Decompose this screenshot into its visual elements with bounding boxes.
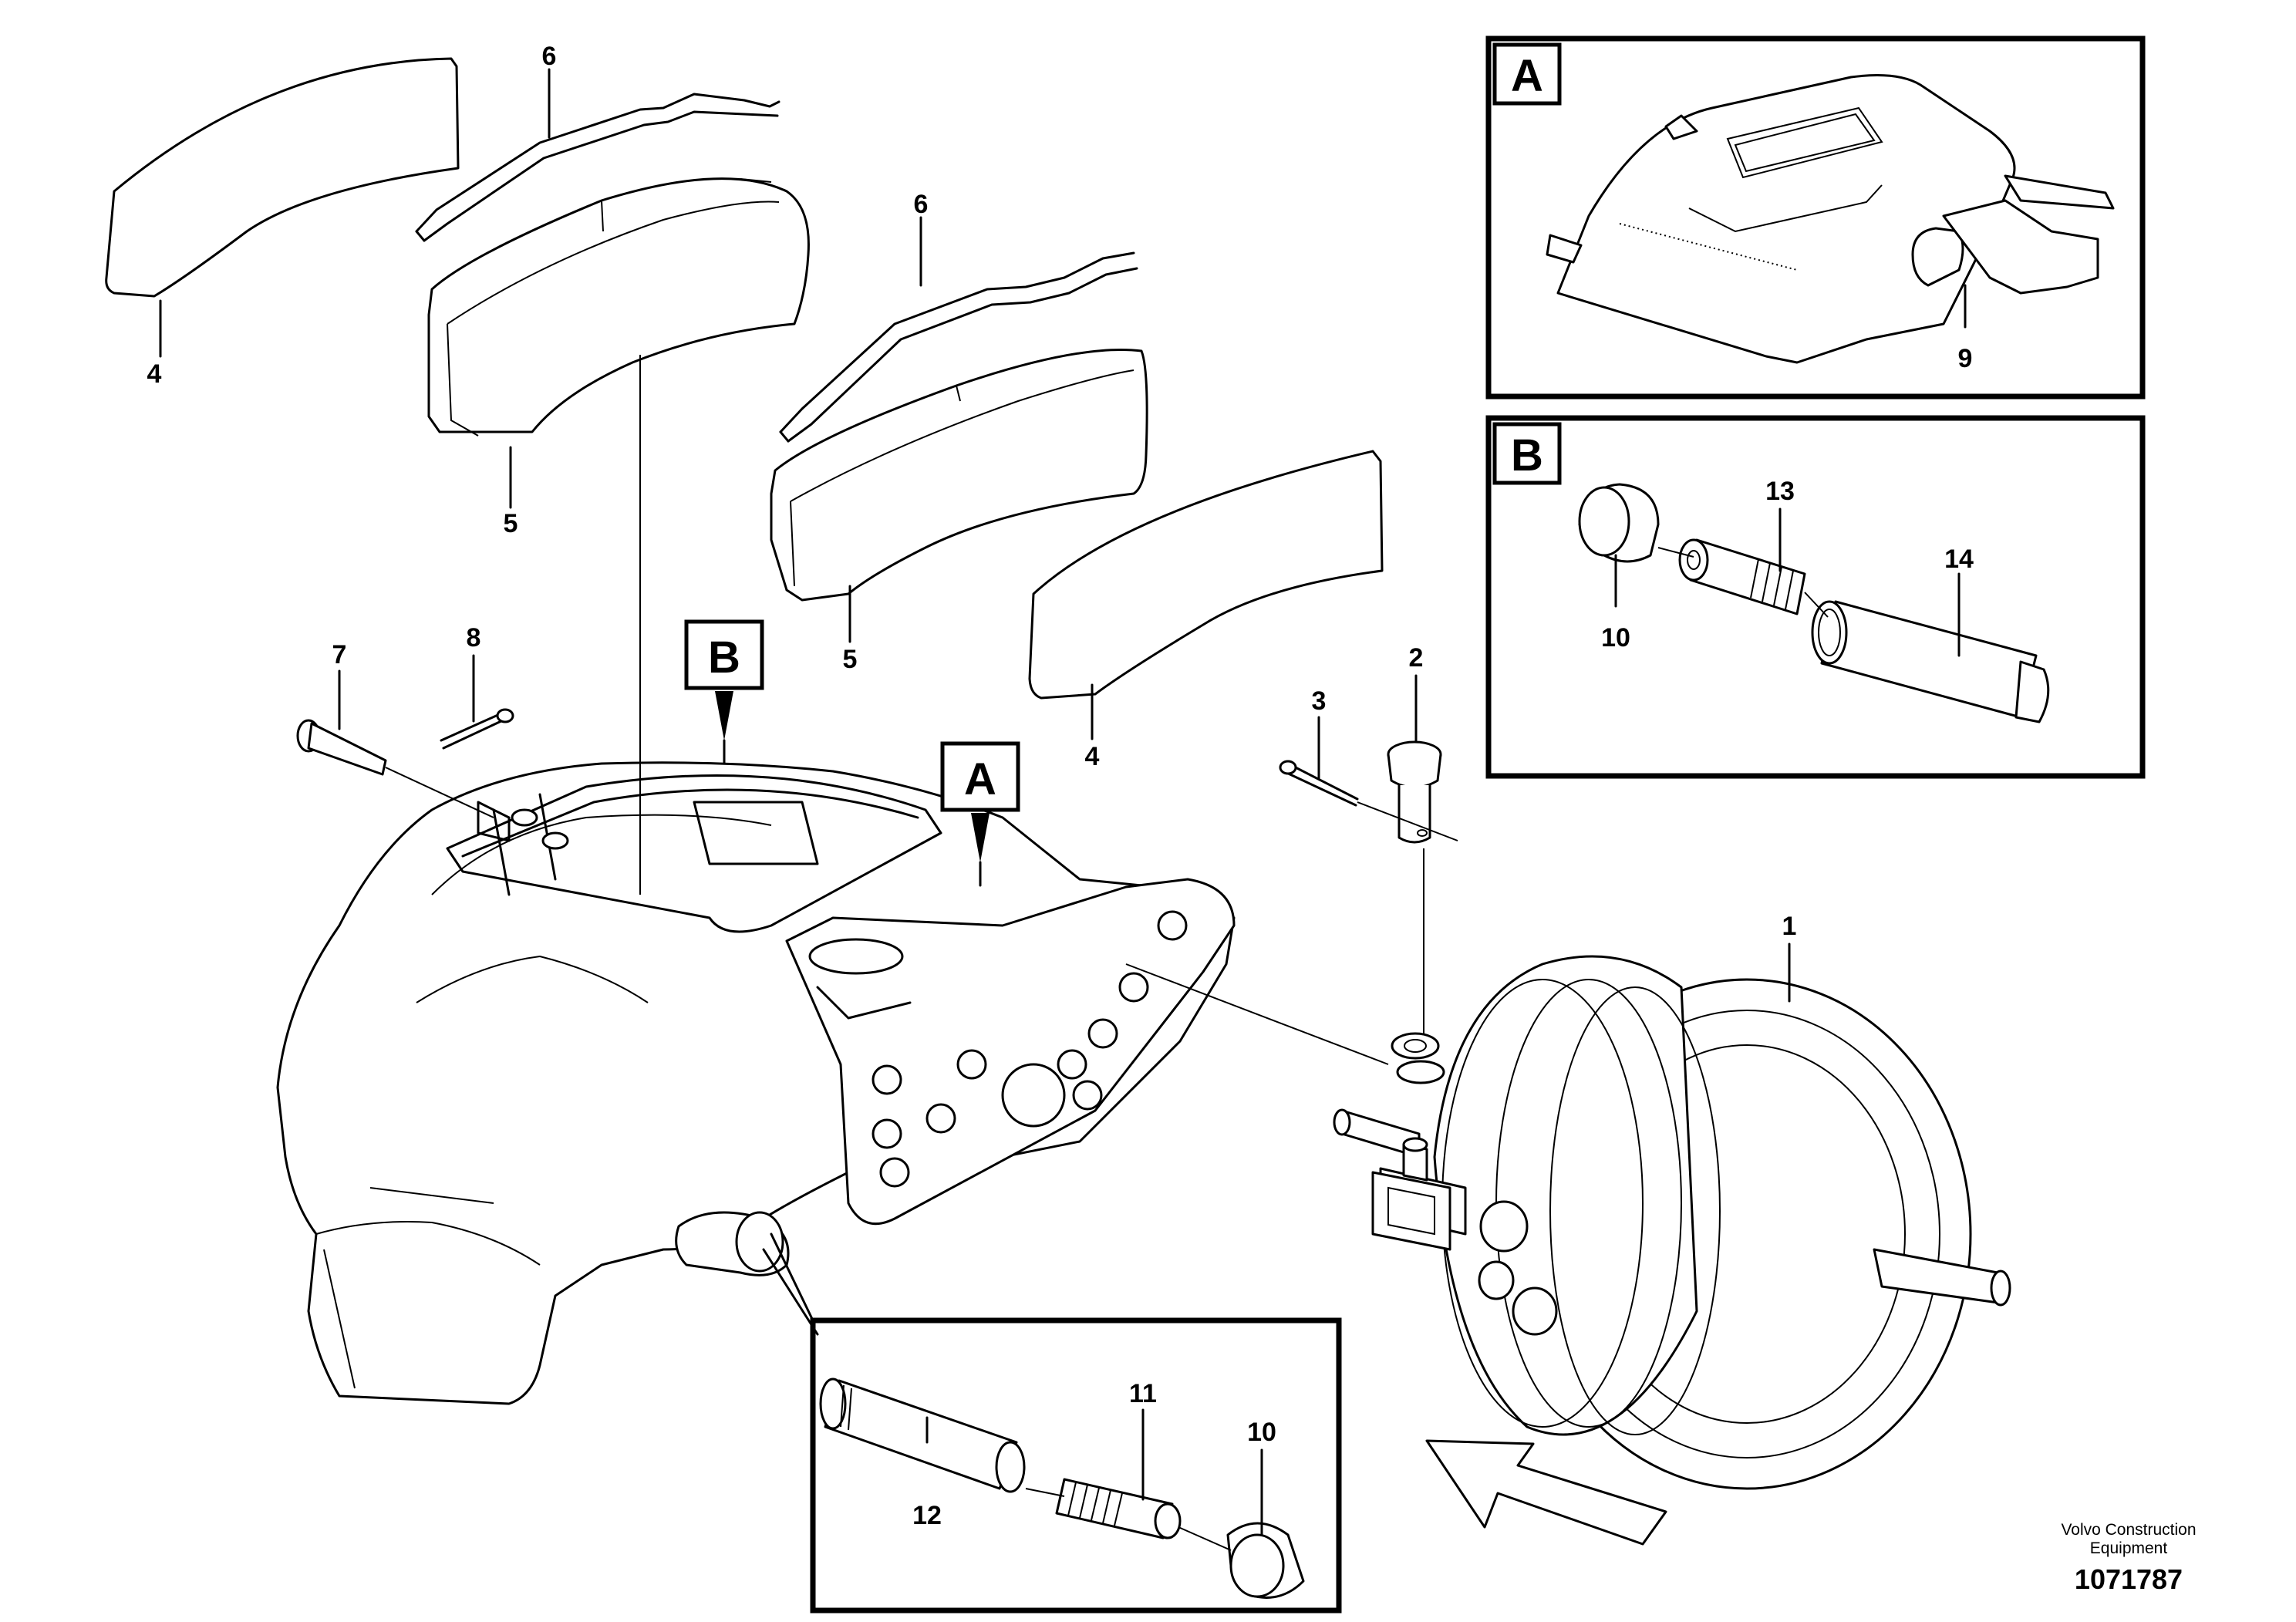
caliper-housing	[276, 761, 1236, 1405]
detail-box-b-letter: B	[1511, 430, 1543, 481]
spring-clip-6-right	[779, 251, 1138, 443]
brake-pad-5-left	[427, 177, 810, 437]
spring-clip-6-left	[415, 93, 781, 242]
part-labels: 4 6 5 6 5 4 7 8 3 2 1 9 10 13 14 12 11 1…	[147, 42, 1974, 1530]
part-label-4: 4	[147, 359, 162, 389]
detail-box-b: B	[1485, 415, 2146, 779]
part-label-6: 6	[542, 42, 557, 71]
part-label-14: 14	[1944, 545, 1974, 574]
part-label-13: 13	[1765, 477, 1795, 506]
part-label-4: 4	[1085, 742, 1100, 771]
detail-marker-b: B	[684, 619, 764, 765]
pad-shim-4-right	[1028, 450, 1384, 700]
detail-box-a: A	[1485, 35, 2146, 400]
part-label-10: 10	[1247, 1418, 1276, 1447]
part-label-2: 2	[1409, 643, 1424, 673]
company-name-line1: Volvo Construction	[2061, 1521, 2196, 1539]
detail-marker-a: A	[940, 741, 1020, 887]
part-label-11: 11	[1129, 1379, 1157, 1408]
direction-arrow	[1425, 1439, 1667, 1546]
detail-leader-guide-pin	[770, 1233, 814, 1322]
part-label-10: 10	[1601, 623, 1630, 653]
part-label-3: 3	[1312, 686, 1327, 716]
split-pin-3	[1279, 760, 1359, 807]
detail-box-guide-pin	[810, 1317, 1342, 1614]
part-label-12: 12	[912, 1501, 942, 1530]
clevis-pin-2	[1387, 740, 1442, 844]
part-label-6: 6	[914, 190, 929, 219]
drawing-footer: Volvo Construction Equipment 1071787	[2061, 1521, 2196, 1595]
pad-shim-4-left	[105, 57, 460, 298]
brake-chamber-1	[1333, 955, 2011, 1490]
svg-text:B: B	[708, 632, 740, 683]
brake-pad-5-right	[770, 349, 1148, 602]
part-label-8: 8	[467, 623, 481, 653]
part-label-9: 9	[1958, 344, 1973, 373]
drawing-number: 1071787	[2075, 1563, 2183, 1595]
pin-7	[296, 719, 387, 776]
callout-leaders	[159, 68, 1967, 1536]
part-label-1: 1	[1782, 912, 1797, 941]
part-label-5: 5	[504, 509, 518, 538]
detail-box-a-letter: A	[1511, 51, 1543, 101]
split-pin-8	[440, 708, 514, 750]
part-label-5: 5	[843, 645, 858, 674]
part-label-7: 7	[332, 640, 347, 669]
assembly-lines	[385, 355, 1829, 1551]
company-name-line2: Equipment	[2090, 1539, 2168, 1557]
svg-text:A: A	[964, 754, 996, 804]
